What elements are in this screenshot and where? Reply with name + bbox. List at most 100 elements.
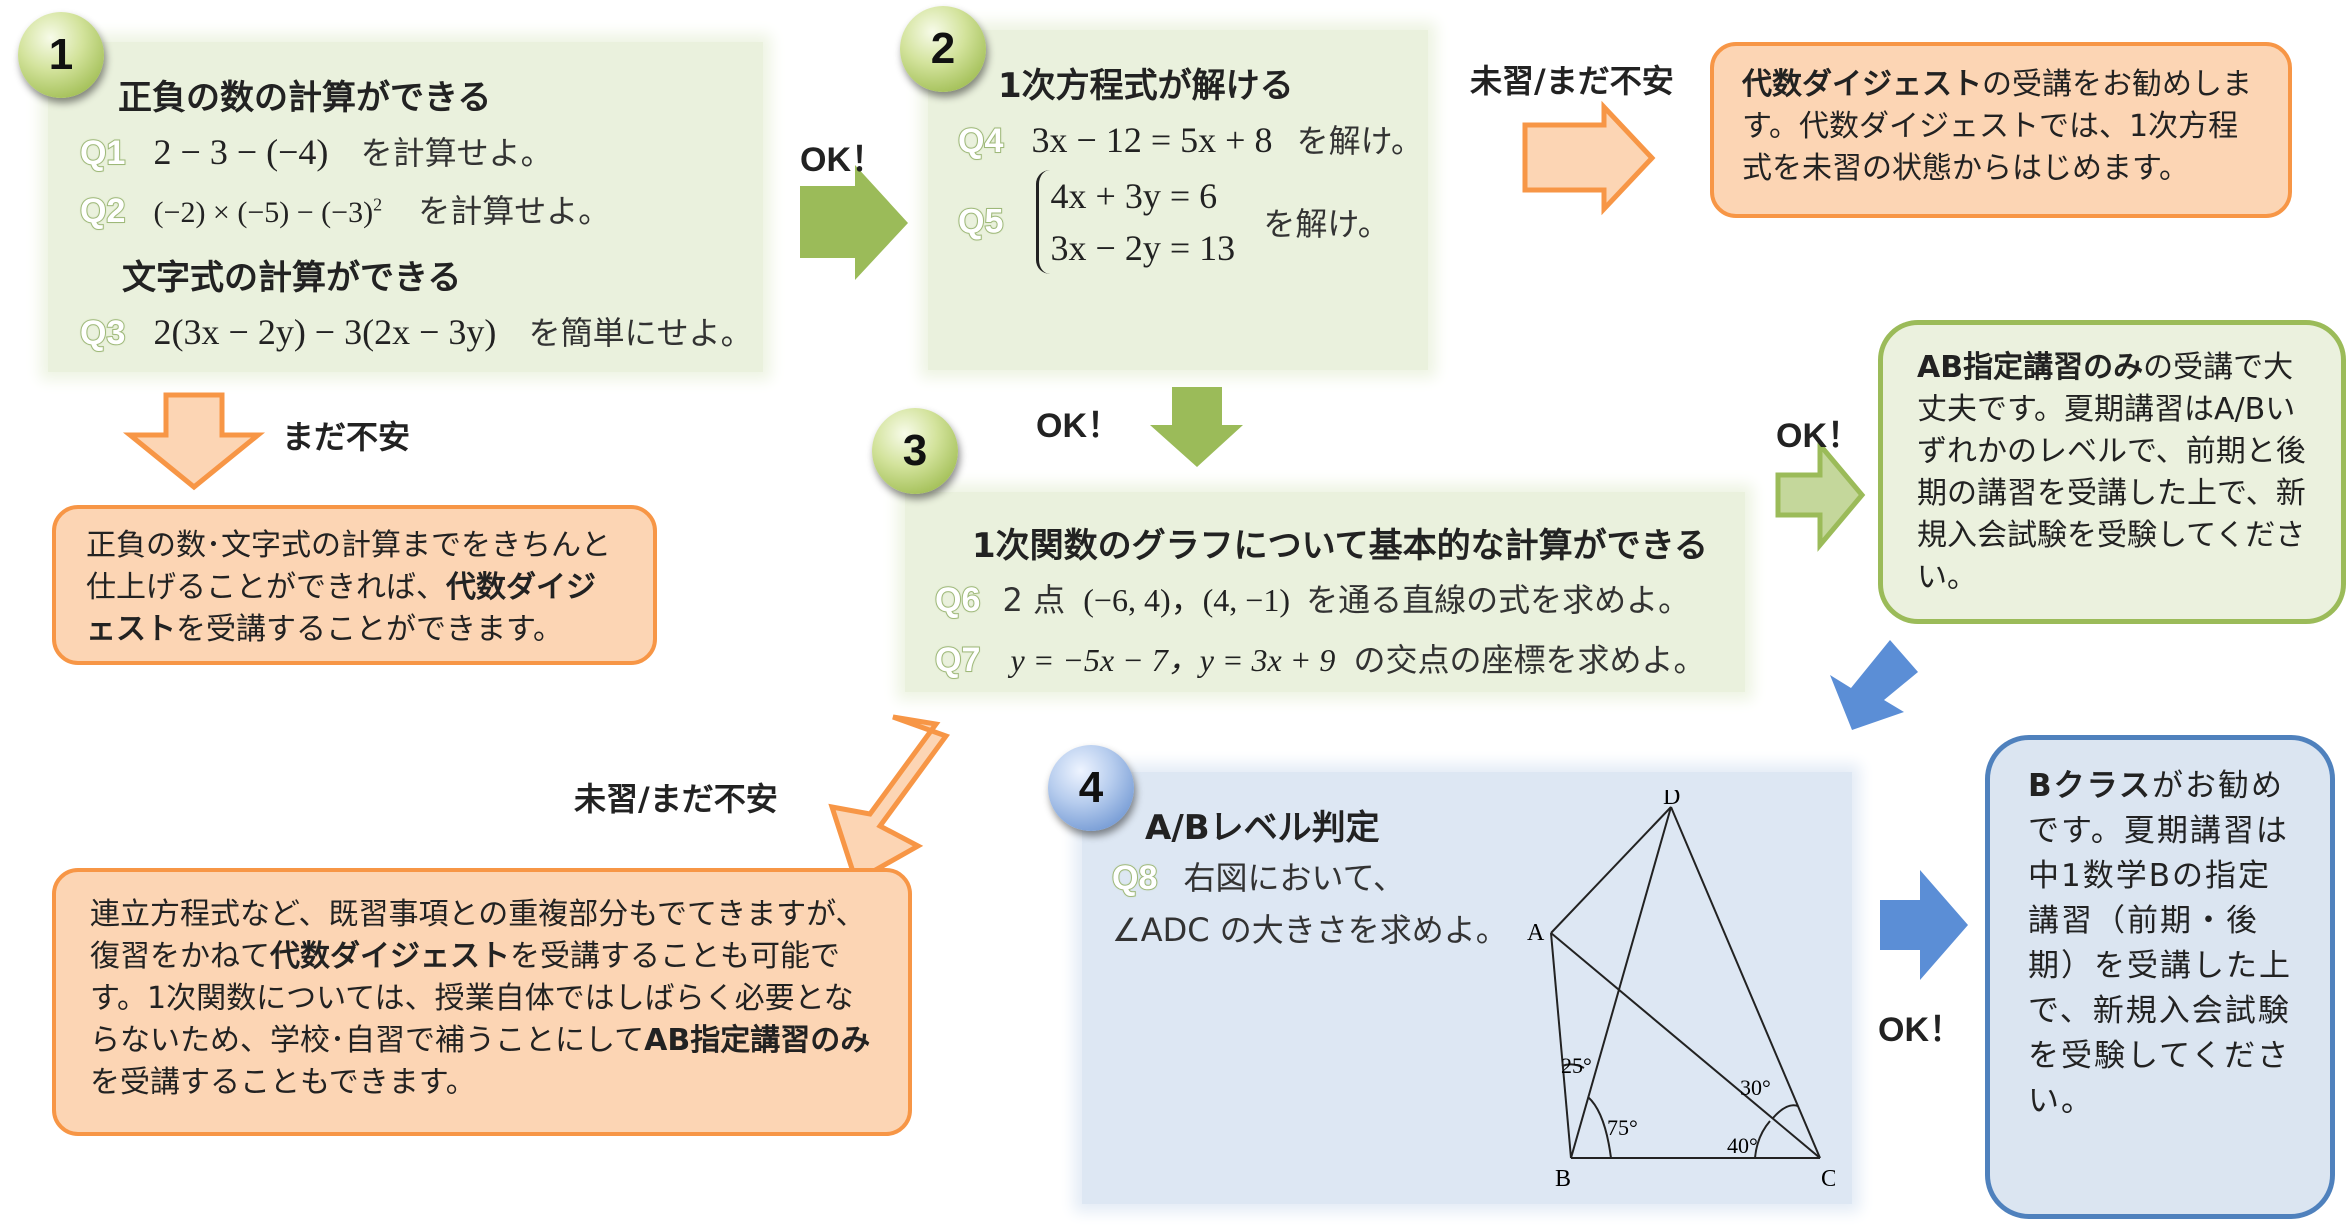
step-badge-1: 1 [18, 12, 104, 98]
q8-line1: 右図において、 [1183, 859, 1405, 897]
note-bottom-left-bold2: AB指定講習のみ [644, 1023, 871, 1058]
arrow-right-ok-4-b [1880, 870, 1968, 980]
step-badge-2: 2 [900, 6, 986, 92]
label-mishu-top: 未習/まだ不安 [1470, 62, 1674, 100]
box4-heading: A/Bレベル判定 [1145, 808, 1380, 848]
note-bottom-left-part1: 連立方程式など、既習事項との重複部分もでてきますが、復習をかねて [90, 897, 866, 974]
note-ab-only: AB指定講習のみの受講で大丈夫です。夏期講習はA/Bいずれかのレベルで、前期と後… [1878, 320, 2346, 624]
q6-row: Q6 2 点 (−6, 4)，(4, −1) を通る直線の式を求めよ。 [934, 575, 1691, 621]
q4-row: Q4 3x − 12 = 5x + 8 を解け。 [957, 116, 1424, 162]
ok-label-3-ab: OK！ [1776, 417, 1861, 455]
q3-math: 2(3x − 2y) − 3(2x − 3y) [153, 312, 497, 352]
ok-label-2-3: OK！ [1036, 407, 1121, 445]
ok-label-4-b: OK！ [1878, 1011, 1963, 1049]
q6-math: (−6, 4)，(4, −1) [1083, 582, 1290, 618]
q5-eq2: 3x − 2y = 13 [1050, 228, 1236, 268]
q2-text: を計算せよ。 [418, 192, 611, 230]
note-bottom-left-bold1: 代数ダイジェスト [270, 939, 510, 974]
q3-label: Q3 [79, 313, 126, 353]
q3-text: を簡単にせよ。 [528, 314, 753, 352]
box3-panel [905, 492, 1745, 692]
q1-math: 2 − 3 − (−4) [153, 132, 329, 172]
box2-heading: 1次方程式が解ける [998, 66, 1294, 106]
note-ab-only-bold: AB指定講習のみ [1917, 350, 2144, 385]
angle-arc-C-bottom [1754, 1120, 1771, 1159]
triangle-figure: D A B C 25° 75° 30° 40° [1527, 790, 1835, 1192]
q6-label: Q6 [934, 580, 981, 620]
note-ab-only-rest: の受講で大丈夫です。夏期講習はA/Bいずれかのレベルで、前期と後期の講習を受講し… [1917, 350, 2306, 595]
angle-label-B-top: 25° [1561, 1053, 1592, 1078]
angle-label-B-bottom: 75° [1607, 1115, 1638, 1140]
q5-system: 4x + 3y = 6 3x − 2y = 13 [1035, 170, 1236, 274]
q5-text: を解け。 [1263, 205, 1390, 243]
q8-line2: ∠ADC の大きさを求めよ。 [1112, 911, 1508, 949]
note-digest-top: 代数ダイジェストの受講をお勧めします。代数ダイジェストでは、1次方程式を未習の状… [1710, 42, 2292, 218]
arrow-down-ok-2-3 [1150, 387, 1243, 467]
q7-row: Q7 y = −5x − 7，y = 3x + 9 の交点の座標を求めよ。 [934, 635, 1706, 681]
arrow-downleft-to-b [1830, 640, 1918, 730]
q8-label: Q8 [1111, 858, 1158, 898]
arrow-right-ok-3-ab [1775, 438, 1866, 552]
box1-panel [48, 42, 763, 372]
segment-BD [1570, 806, 1672, 1159]
label-mishu-mid: 未習/まだ不安 [574, 780, 778, 818]
arrow-right-mishu-top [1522, 100, 1656, 216]
note-below-box1-text: 正負の数･文字式の計算までをきちんと仕上げることができれば、代数ダイジェストを受… [86, 525, 623, 651]
box1-heading-1: 正負の数の計算ができる [118, 78, 492, 118]
q7-label: Q7 [934, 640, 981, 680]
note-ab-only-text: AB指定講習のみの受講で大丈夫です。夏期講習はA/Bいずれかのレベルで、前期と後… [1917, 347, 2315, 599]
segment-AD [1550, 806, 1672, 934]
q4-text: を解け。 [1296, 122, 1424, 160]
q2-label: Q2 [79, 191, 126, 231]
q1-text: を計算せよ。 [360, 134, 553, 172]
step-badge-4: 4 [1048, 745, 1134, 831]
arrow-right-ok-1-2 [800, 165, 908, 280]
note-digest-top-text: 代数ダイジェストの受講をお勧めします。代数ダイジェストでは、1次方程式を未習の状… [1742, 64, 2260, 190]
note-below-box1-bold: 代数ダイジェスト [86, 570, 596, 647]
q2-row: Q2 (−2) × (−5) − (−3)2 を計算せよ。 [79, 186, 611, 232]
q2-exponent: 2 [373, 194, 383, 215]
q7-text: の交点の座標を求めよ。 [1353, 641, 1706, 679]
arrow-downleft-mishu-mid [828, 714, 950, 885]
box4-panel [1082, 772, 1852, 1204]
q3-row: Q3 2(3x − 2y) − 3(2x − 3y) を簡単にせよ。 [79, 308, 753, 354]
note-b-class-text: Bクラスがお勧めです。夏期講習は中1数学Bの指定講習（前期・後期）を受講した上で… [2028, 764, 2300, 1124]
note-bottom-left-text: 連立方程式など、既習事項との重複部分もでてきますが、復習をかねて代数ダイジェスト… [90, 894, 874, 1104]
q1-label: Q1 [79, 133, 126, 173]
note-b-class-rest: がお勧めです。夏期講習は中1数学Bの指定講習（前期・後期）を受講した上で、新規入… [2028, 768, 2292, 1119]
note-below-box1-part1: 正負の数･文字式の計算までをきちんと仕上げることができれば、 [86, 528, 611, 605]
note-below-box1-part2: を受講することができます。 [176, 612, 563, 647]
note-digest-top-bold: 代数ダイジェスト [1742, 67, 1982, 102]
ok-label-1-2: OK！ [800, 141, 885, 179]
angle-arc-C-top [1772, 1104, 1799, 1119]
box1-heading-2: 文字式の計算ができる [122, 258, 462, 298]
q7-math: y = −5x − 7，y = 3x + 9 [1010, 642, 1336, 678]
q5-label: Q5 [957, 202, 1004, 242]
note-digest-top-rest: の受講をお勧めします。代数ダイジェストでは、1次方程式を未習の状態からはじめます… [1742, 67, 2252, 186]
note-bottom-left: 連立方程式など、既習事項との重複部分もでてきますが、復習をかねて代数ダイジェスト… [52, 868, 912, 1136]
q1-row: Q1 2 − 3 − (−4) を計算せよ。 [79, 128, 553, 174]
note-bottom-left-part3: を受講することもできます。 [90, 1065, 476, 1100]
q4-math: 3x − 12 = 5x + 8 [1031, 120, 1273, 160]
label-madafuan: まだ不安 [282, 418, 411, 456]
arrow-down-madafuan [122, 392, 266, 491]
note-bottom-left-part2: を受講することも可能です。1次関数については、授業自体ではしばらく必要とならない… [90, 939, 854, 1058]
step-badge-3: 3 [872, 408, 958, 494]
segment-DC [1670, 806, 1821, 1159]
box3-heading: 1次関数のグラフについて基本的な計算ができる [972, 526, 1708, 566]
box2-panel [928, 30, 1428, 370]
note-b-class-bold: Bクラス [2028, 768, 2153, 804]
note-below-box1: 正負の数･文字式の計算までをきちんと仕上げることができれば、代数ダイジェストを受… [52, 505, 657, 665]
point-label-A: A [1527, 920, 1545, 946]
point-label-C: C [1821, 1166, 1835, 1192]
point-label-B: B [1555, 1166, 1571, 1192]
q2-math: (−2) × (−5) − (−3) [153, 196, 374, 229]
angle-label-C-top: 30° [1740, 1075, 1771, 1100]
q5-row: Q5 4x + 3y = 6 3x − 2y = 13 を解け。 [957, 170, 1390, 274]
q8-row: Q8 右図において、 [1111, 853, 1405, 899]
q6-text-b: を通る直線の式を求めよ。 [1306, 581, 1691, 619]
angle-label-C-bottom: 40° [1727, 1133, 1758, 1158]
segment-AC [1550, 932, 1821, 1159]
q5-eq1: 4x + 3y = 6 [1050, 176, 1218, 216]
